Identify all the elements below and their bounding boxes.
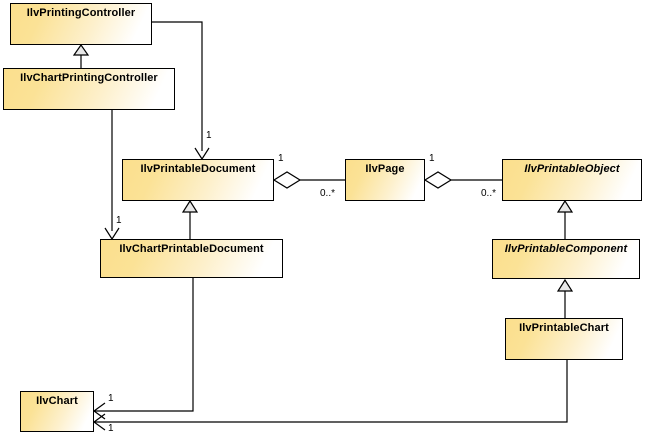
generalization-printablechart-to-printablecomponent [556, 278, 574, 318]
multiplicity-label: 1 [108, 393, 114, 404]
class-name-label: IlvPrintableChart [519, 322, 609, 334]
class-box-ilvprintingcontroller[interactable]: IlvPrintingController [10, 3, 152, 45]
multiplicity-label: 1 [206, 130, 212, 141]
class-box-ilvprintableobject[interactable]: IlvPrintableObject [502, 159, 642, 201]
class-name-label: IlvPage [365, 163, 405, 175]
class-box-ilvprintablechart[interactable]: IlvPrintableChart [505, 318, 623, 360]
class-box-ilvchart[interactable]: IlvChart [20, 391, 94, 432]
multiplicity-label: 0..* [320, 188, 336, 199]
generalization-chartprintabledocument-to-printabledocument [181, 199, 199, 239]
class-box-ilvprintabledocument[interactable]: IlvPrintableDocument [122, 159, 274, 201]
class-name-label: IlvChart [36, 395, 78, 407]
class-name-label: IlvPrintableObject [524, 163, 620, 175]
class-box-ilvpage[interactable]: IlvPage [345, 159, 425, 201]
class-name-label: IlvPrintableDocument [140, 163, 256, 175]
generalization-printablecomponent-to-printableobject [556, 199, 574, 239]
class-name-label: IlvChartPrintingController [20, 72, 158, 84]
class-box-ilvchartprintabledocument[interactable]: IlvChartPrintableDocument [100, 239, 283, 278]
association-printablechart-to-chart [92, 360, 568, 431]
multiplicity-label: 1 [278, 153, 284, 164]
multiplicity-label: 1 [429, 153, 435, 164]
aggregation-printabledocument-to-page [272, 171, 345, 189]
generalization-chartprintingcontroller-to-printingcontroller [72, 43, 90, 68]
aggregation-page-to-printableobject [423, 171, 502, 189]
class-name-label: IlvChartPrintableDocument [119, 243, 264, 255]
multiplicity-label: 0..* [481, 188, 497, 199]
class-box-ilvprintablecomponent[interactable]: IlvPrintableComponent [492, 239, 640, 279]
class-name-label: IlvPrintingController [26, 7, 136, 19]
multiplicity-label: 1 [116, 215, 122, 226]
class-box-ilvchartprintingcontroller[interactable]: IlvChartPrintingController [3, 68, 175, 110]
multiplicity-label: 1 [108, 423, 114, 434]
class-name-label: IlvPrintableComponent [504, 243, 628, 255]
